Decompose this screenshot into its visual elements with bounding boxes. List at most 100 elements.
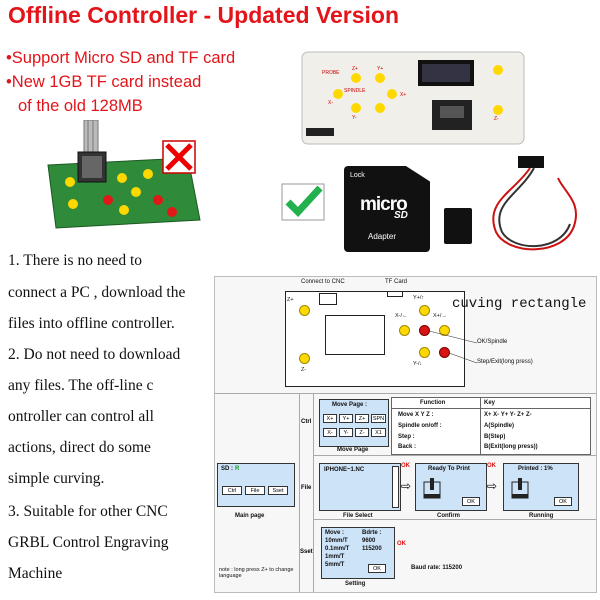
baud-rate-label: Baud rate: 115200 (411, 565, 463, 571)
func-row-2-key: A(Spindle) (484, 423, 514, 429)
language-note: note : long press Z+ to change language (219, 567, 294, 579)
connector (319, 293, 337, 305)
desc-line-10: GRBL Control Engraving (8, 534, 169, 551)
arrow-right-icon: ⇨ (401, 479, 412, 493)
board-z-minus-label: Z- (301, 367, 307, 373)
ok-label: OK (401, 463, 410, 469)
move-y-minus-button[interactable]: Y- (339, 428, 353, 437)
func-row-2-function: Spindle on/off : (398, 423, 442, 429)
func-header-function: Function (420, 400, 446, 406)
machine-icon (510, 478, 530, 500)
controller-diagram: Connect to CNC TF Card Z+ Z- Y+/↑ X-/← X… (214, 276, 597, 593)
leader-lines (428, 330, 478, 364)
sd-brand-sd: SD (394, 210, 408, 221)
sset-move-4[interactable]: 5mm/T (325, 562, 345, 568)
desc-line-9: 3. Suitable for other CNC (8, 503, 168, 520)
main-page-caption: Main page (235, 513, 265, 519)
tf-slot (387, 291, 403, 297)
file-select-screen: IPHONE~1.NC (319, 463, 401, 511)
printed-title: Printed : 1% (518, 466, 553, 472)
board-z-plus-label: Z+ (287, 297, 294, 303)
move-z-plus-button[interactable]: Z+ (355, 414, 369, 423)
cable-image (474, 152, 594, 262)
move-y-plus-button[interactable]: Y+ (339, 414, 353, 423)
row-label-sset: Sset (300, 549, 313, 555)
device-label-y-minus: Y- (352, 115, 357, 121)
func-row-3-key: B(Step) (484, 434, 506, 440)
x-plus-button[interactable] (439, 325, 450, 336)
main-sd-label: SD : (221, 466, 233, 472)
func-row-1-key: X+ X- Y+ Y- Z+ Z- (484, 412, 532, 418)
ok-label: OK (397, 541, 406, 547)
device-label-spindle: SPINDLE (344, 88, 366, 94)
z-minus-button[interactable] (299, 353, 310, 364)
desc-line-1: 1. There is no need to (8, 252, 143, 269)
desc-line-6: ontroller can control all (8, 408, 154, 425)
move-x-plus-button[interactable]: X+ (323, 414, 337, 423)
ready-to-print-title: Ready To Print (428, 466, 470, 472)
sset-header-move: Move : (325, 530, 345, 536)
main-file-button[interactable]: File (245, 486, 265, 495)
confirm-ok-button[interactable]: OK (462, 497, 480, 506)
bullet-1: •Support Micro SD and TF card (6, 49, 236, 67)
main-page-screen: SD : R Ctrl File Sset (217, 463, 295, 507)
step-exit-label: Step/Exit(long press) (477, 359, 533, 365)
ok-label: OK (487, 463, 496, 469)
arrow-right-icon: ⇨ (487, 479, 498, 493)
func-row-3-function: Step : (398, 434, 415, 440)
device-label-z-plus: Z+ (352, 66, 358, 72)
bullet-2: •New 1GB TF card instead (6, 73, 202, 91)
sset-baud-1[interactable]: 9600 (362, 538, 376, 544)
running-screen: Printed : 1% OK (503, 463, 579, 511)
controller-device-image: PROBE Z+ Y+ X- SPINDLE X+ Y- Z- (300, 48, 526, 148)
running-ok-button[interactable]: OK (554, 497, 572, 506)
file-list-item[interactable]: IPHONE~1.NC (324, 467, 365, 473)
move-page-screen: Move Page : X+ Y+ Z+ SPN X- Y- Z- X1 (319, 399, 389, 447)
x-minus-button[interactable] (399, 325, 410, 336)
device-label-x-plus: X+ (400, 92, 407, 98)
move-x-minus-button[interactable]: X- (323, 428, 337, 437)
board-x-plus-label: X+/→ (433, 313, 447, 319)
move-spn-button[interactable]: SPN (371, 414, 386, 423)
device-label-z-minus: Z- (494, 116, 499, 122)
device-label-probe: PROBE (322, 70, 340, 76)
sset-move-3[interactable]: 1mm/T (325, 554, 345, 560)
page-title: Offline Controller - Updated Version (8, 2, 400, 28)
setting-screen: Move : Bdrte : 10mm/T 9600 0.1mm/T 11520… (321, 527, 395, 579)
cross-icon (160, 138, 198, 176)
ok-spindle-button[interactable] (419, 325, 430, 336)
row-label-ctrl: Ctrl (301, 419, 312, 425)
main-sset-button[interactable]: Sset (268, 486, 288, 495)
main-ctrl-button[interactable]: Ctrl (222, 486, 242, 495)
sset-header-bdrte: Bdrte : (362, 530, 382, 536)
connect-cnc-label: Connect to CNC (301, 279, 345, 285)
desc-line-5: any files. The off-line c (8, 377, 154, 394)
move-page-title: Move Page : (332, 402, 368, 408)
divider (215, 393, 596, 394)
move-x1-button[interactable]: X1 (371, 428, 386, 437)
step-exit-button[interactable] (439, 347, 450, 358)
func-header-key: Key (484, 400, 496, 406)
sset-move-2[interactable]: 0.1mm/T (325, 546, 350, 552)
board-x-minus-label: X-/← (395, 313, 408, 319)
check-icon (280, 182, 326, 222)
board-y-minus-label: Y-/↓ (413, 361, 423, 367)
sd-lock-label: Lock (350, 172, 365, 179)
sd-adapter-image: Lock micro SD Adapter (344, 166, 430, 252)
y-minus-button[interactable] (419, 347, 430, 358)
z-plus-button[interactable] (299, 305, 310, 316)
running-caption: Running (529, 513, 554, 519)
desc-line-2: connect a PC , download the (8, 284, 186, 301)
file-scrollbar[interactable] (392, 466, 399, 508)
move-z-minus-button[interactable]: Z- (355, 428, 369, 437)
device-label-y-plus: Y+ (377, 66, 384, 72)
sset-baud-2[interactable]: 115200 (362, 546, 382, 552)
row-label-file: File (301, 485, 312, 491)
func-row-4-key: B(Exit(long press)) (484, 444, 538, 450)
setting-ok-button[interactable]: OK (368, 564, 386, 573)
overlay-caption: cuving rectangle (452, 296, 587, 312)
y-plus-button[interactable] (419, 305, 430, 316)
bullet-3: of the old 128MB (18, 97, 143, 115)
desc-line-7: actions, direct do some (8, 439, 151, 456)
sset-move-1[interactable]: 10mm/T (325, 538, 348, 544)
